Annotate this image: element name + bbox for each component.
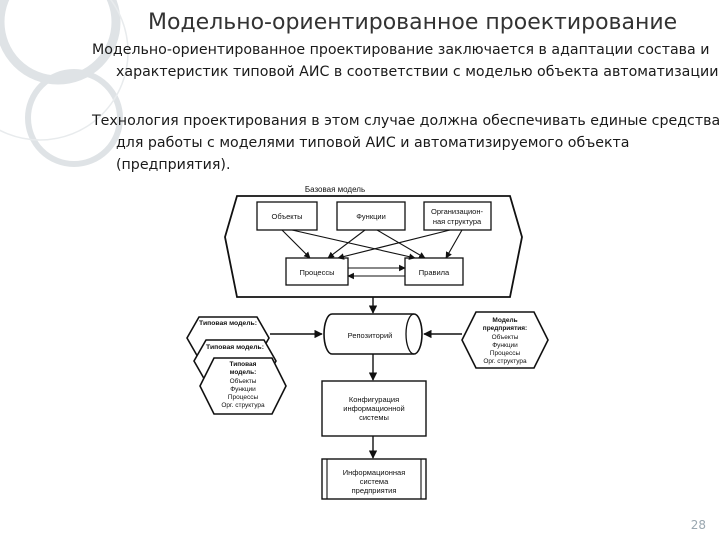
base-model-arrows (281, 229, 463, 280)
enterprise-model-line1: Модель (492, 317, 517, 324)
enterprise-model-line6: Орг. структура (483, 358, 527, 365)
information-system-box (321, 458, 427, 500)
typical-model-3-line6: Орг. структура (221, 402, 265, 409)
rules-label: Правила (419, 268, 450, 277)
page-number: 28 (690, 518, 706, 532)
information-system-line1: Информационная (343, 468, 406, 477)
enterprise-model-line5: Процессы (490, 350, 521, 357)
configuration-line2: информационной (343, 404, 404, 413)
typical-model-3-line4: Функции (230, 386, 256, 393)
paragraph-2: Технология проектирования в этом случае … (92, 113, 720, 173)
org-structure-label-line1: Организацион- (431, 207, 483, 216)
enterprise-model-line2: предприятия: (483, 325, 527, 332)
processes-box (285, 257, 349, 286)
enterprise-model-line4: Функции (492, 342, 518, 349)
typical-model-hexagon-3 (199, 357, 287, 415)
rules-box (404, 257, 464, 286)
decorative-rings (0, 0, 129, 167)
configuration-box (321, 380, 427, 437)
paragraph-1: Модельно-ориентированное проектирование … (92, 42, 720, 80)
information-system-line2: система (360, 477, 389, 486)
typical-model-3-line3: Объекты (230, 377, 257, 385)
repository-label: Репозиторий (348, 331, 393, 340)
slide-title: Модельно-ориентированное проектирование (148, 10, 678, 35)
org-structure-box (423, 201, 492, 231)
enterprise-model-hexagon (461, 311, 549, 369)
model-oriented-design-diagram: Базовая модель Объекты Функции Организац… (186, 185, 549, 500)
typical-model-1-label: Типовая модель: (199, 320, 257, 327)
typical-model-3-line5: Процессы (228, 394, 259, 401)
org-structure-label-line2: ная структура (433, 217, 482, 226)
typical-model-3-line2: модель: (230, 369, 257, 376)
enterprise-model-line3: Объекты (492, 333, 519, 341)
objects-label: Объекты (272, 212, 303, 221)
typical-model-3-line1: Типовая (230, 361, 257, 368)
information-system-line3: предприятия (352, 486, 397, 495)
functions-box (336, 201, 406, 231)
functions-label: Функции (356, 212, 386, 221)
objects-box (256, 201, 318, 231)
processes-label: Процессы (299, 268, 334, 277)
base-model-label: Базовая модель (305, 185, 365, 194)
typical-model-2-label: Типовая модель: (206, 344, 264, 351)
configuration-line3: системы (359, 413, 389, 422)
configuration-line1: Конфигурация (349, 395, 399, 404)
repository-cylinder (323, 313, 423, 355)
